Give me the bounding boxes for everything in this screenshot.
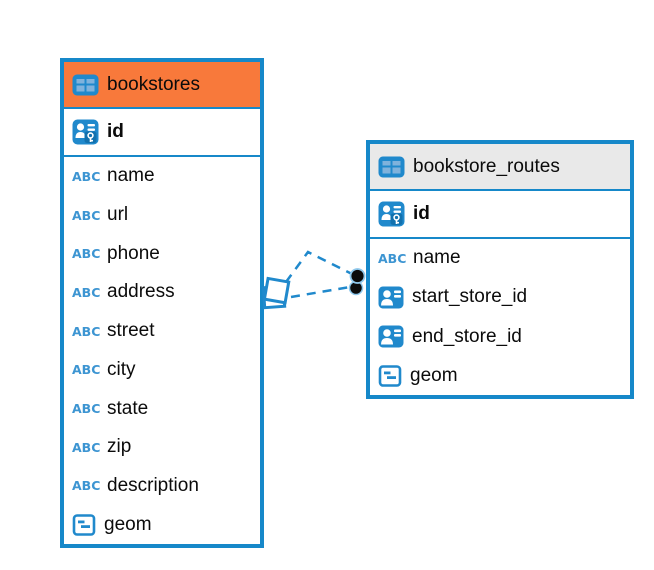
column-row-name[interactable]: ABC name <box>370 239 630 278</box>
column-row-city[interactable]: ABC city <box>64 350 260 390</box>
column-name: geom <box>104 513 152 535</box>
column-row-start_store_id[interactable]: start_store_id <box>370 277 630 317</box>
column-name: geom <box>410 364 458 386</box>
column-row-description[interactable]: ABC description <box>64 466 260 506</box>
column-name: id <box>413 203 430 224</box>
black-dot-marker <box>348 268 366 296</box>
table-header[interactable]: bookstores <box>64 62 260 109</box>
column-name: address <box>107 281 175 303</box>
column-row-url[interactable]: ABC url <box>64 195 260 235</box>
column-row-end_store_id[interactable]: end_store_id <box>370 317 630 357</box>
column-row-street[interactable]: ABC street <box>64 311 260 351</box>
overlapping-squares-marker <box>261 276 291 310</box>
text-type-icon: ABC <box>72 284 101 300</box>
geometry-type-icon <box>72 513 96 536</box>
table-title: bookstores <box>107 73 200 95</box>
column-name: state <box>107 397 149 419</box>
text-type-icon: ABC <box>72 246 101 262</box>
column-name: url <box>107 204 129 226</box>
relationship-line <box>290 285 351 299</box>
table-columns-list: id ABC name ABC url ABC phone ABC addres… <box>64 109 260 545</box>
primary-key-icon <box>378 201 405 227</box>
table-columns-list: id ABC name start_store_id end_store_id <box>370 191 630 395</box>
foreign-key-icon <box>378 286 404 309</box>
column-row-id[interactable]: id <box>64 109 260 157</box>
text-type-icon: ABC <box>72 207 101 223</box>
table-title: bookstore_routes <box>413 155 560 177</box>
table-node-bookstore-routes[interactable]: bookstore_routes id ABC name start <box>366 140 634 399</box>
text-type-icon: ABC <box>72 323 101 339</box>
text-type-icon: ABC <box>378 250 407 266</box>
column-name: phone <box>107 242 160 264</box>
text-type-icon: ABC <box>72 478 101 494</box>
text-type-icon: ABC <box>72 362 101 378</box>
text-type-icon: ABC <box>72 168 101 184</box>
text-type-icon: ABC <box>72 401 101 417</box>
column-row-zip[interactable]: ABC zip <box>64 427 260 467</box>
column-row-geom[interactable]: geom <box>64 505 260 545</box>
text-type-icon: ABC <box>72 439 101 455</box>
column-name: end_store_id <box>412 325 522 347</box>
foreign-key-icon <box>378 325 404 348</box>
column-name: name <box>107 165 155 187</box>
column-row-state[interactable]: ABC state <box>64 389 260 428</box>
table-node-bookstores[interactable]: bookstores id ABC name ABC url ABC phone… <box>60 58 264 548</box>
table-grid-icon <box>72 74 99 96</box>
column-name: description <box>107 474 199 496</box>
column-row-name[interactable]: ABC name <box>64 157 260 196</box>
column-row-address[interactable]: ABC address <box>64 273 260 312</box>
column-name: start_store_id <box>412 286 528 308</box>
column-row-id[interactable]: id <box>370 191 630 239</box>
table-header[interactable]: bookstore_routes <box>370 144 630 191</box>
geometry-type-icon <box>378 364 402 387</box>
column-name: name <box>413 247 461 269</box>
column-name: zip <box>107 436 132 458</box>
relationship-line <box>284 250 353 283</box>
primary-key-icon <box>72 119 99 145</box>
column-name: id <box>107 121 124 142</box>
column-row-geom[interactable]: geom <box>370 356 630 395</box>
column-name: city <box>107 358 136 380</box>
column-name: street <box>107 320 155 342</box>
table-grid-icon <box>378 156 405 178</box>
column-row-phone[interactable]: ABC phone <box>64 234 260 274</box>
